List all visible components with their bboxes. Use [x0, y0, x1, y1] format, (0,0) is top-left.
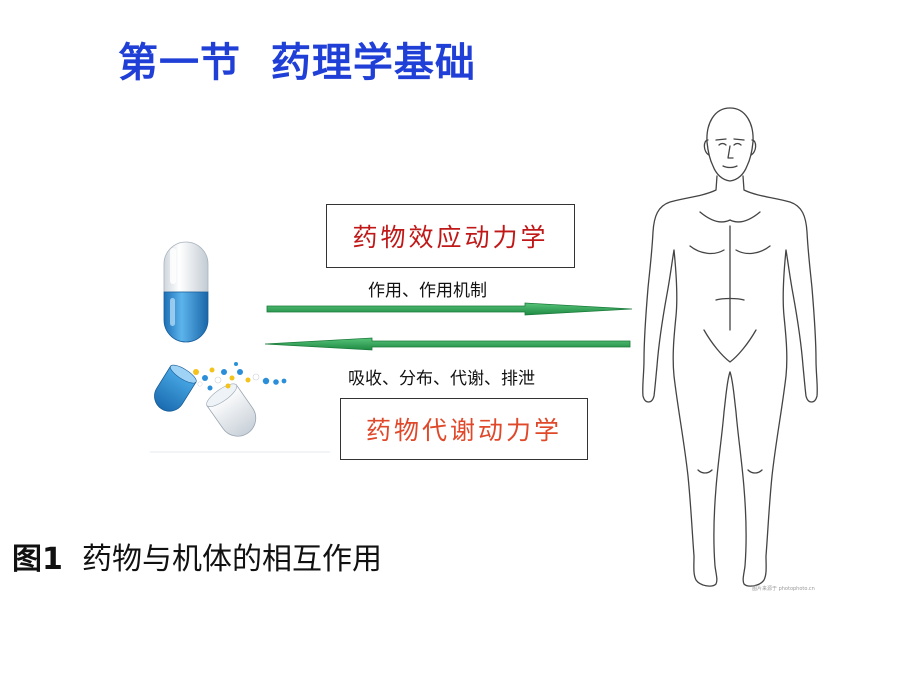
figure-caption-text: 药物与机体的相互作用 — [62, 542, 382, 577]
image-watermark: 图片来源于 photophoto.cn — [752, 586, 815, 592]
slide-title: 第一节 药理学基础 — [118, 40, 476, 86]
open-capsule-icon — [150, 362, 330, 453]
drug-to-body-arrow — [266, 302, 633, 316]
pharmacodynamics-box: 药物效应动力学 — [326, 204, 575, 268]
human-body-icon — [642, 107, 818, 587]
body-to-drug-arrow — [264, 337, 631, 351]
drug-to-body-label: 作用、作用机制 — [368, 281, 487, 301]
capsule-icon — [163, 241, 209, 343]
figure-number: 图1 — [12, 542, 63, 577]
pharmacokinetics-box: 药物代谢动力学 — [340, 398, 588, 460]
figure-caption: 图1 药物与机体的相互作用 — [12, 534, 382, 578]
body-to-drug-label: 吸收、分布、代谢、排泄 — [348, 369, 535, 389]
